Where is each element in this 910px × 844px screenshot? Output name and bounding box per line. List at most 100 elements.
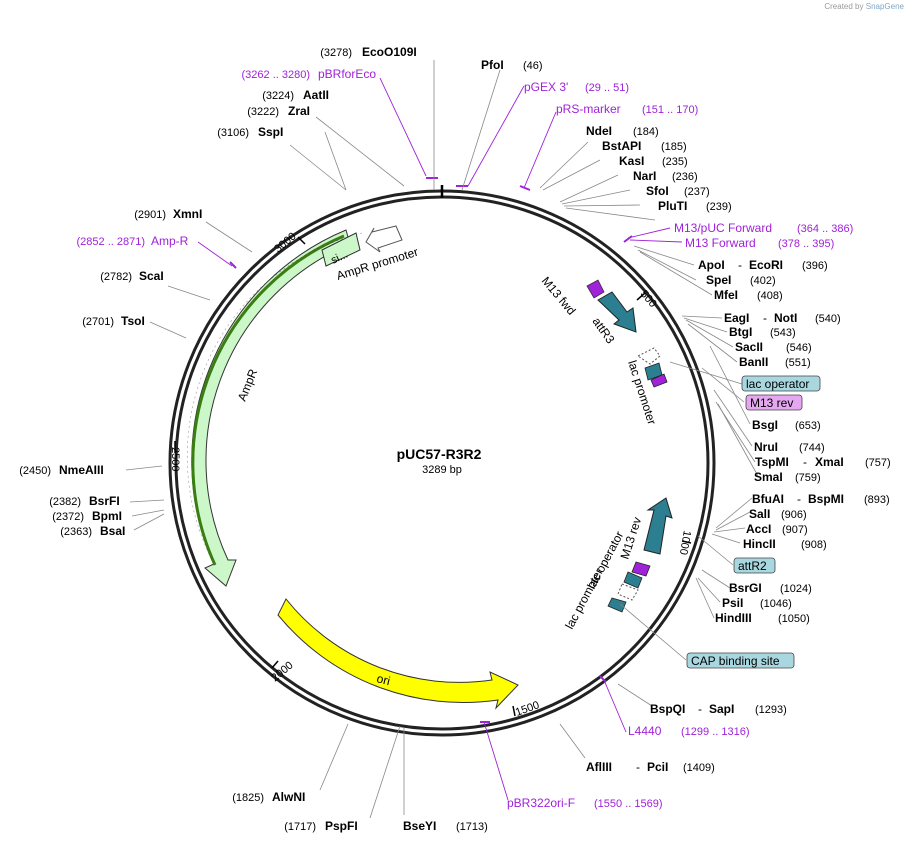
enzyme-name: TsoI (121, 314, 145, 328)
enzyme-position: (1713) (456, 821, 488, 833)
enzyme-position: (2382) (49, 496, 81, 508)
enzyme-name: AlwNI (272, 790, 305, 804)
primer-range: (1550 .. 1569) (594, 798, 663, 810)
enzyme-position: (2363) (60, 526, 92, 538)
leader-lines (125, 60, 759, 819)
enzyme-name: KasI (619, 154, 644, 168)
enzyme-label-aatii: (3224) AatII (262, 88, 329, 102)
enzyme-label-pluti: PluTI (239) (658, 199, 732, 213)
enzyme-position: (2450) (19, 465, 51, 477)
attr2-feature (643, 497, 673, 555)
enzyme-name: BspQI (650, 702, 685, 716)
primer-range: (378 .. 395) (778, 238, 834, 250)
primer-range: (29 .. 51) (585, 82, 629, 94)
enzyme-position: (1717) (284, 821, 316, 833)
ampr-label: AmpR (235, 367, 261, 403)
enzyme-label-mfei: MfeI (408) (714, 288, 783, 302)
boxed-label-cap-site: CAP binding site (686, 652, 795, 669)
enzyme-position: (3278) (320, 47, 352, 59)
enzyme-name: ApoI (698, 258, 725, 272)
enzyme-name: MfeI (714, 288, 738, 302)
enzyme-name: BsrFI (89, 494, 120, 508)
enzyme-position: (906) (781, 509, 807, 521)
enzyme-position: (540) (815, 313, 841, 325)
enzyme-label-bspqi-sapi: BspQI - SapI (1293) (650, 702, 787, 716)
attr3-feature: attR3 (590, 291, 637, 346)
enzyme-position: (1409) (683, 762, 715, 774)
snapgene-logo: SnapGene (865, 2, 904, 11)
primer-range: (364 .. 386) (797, 223, 853, 235)
enzyme-name: SfoI (646, 184, 669, 198)
primer-label-pbrforeco: (3262 .. 3280) pBRforEco (242, 67, 377, 81)
enzyme-name: BsaI (100, 524, 125, 538)
enzyme-separator: - (763, 311, 767, 325)
primer-name: pGEX 3' (524, 80, 568, 94)
enzyme-label-psii: PsiI (1046) (722, 596, 792, 610)
enzyme-position: (184) (633, 126, 659, 138)
enzyme-label-ecoo109i: (3278) EcoO109I (320, 45, 417, 59)
plasmid-name: pUC57-R3R2 (397, 446, 482, 462)
enzyme-position: (908) (801, 539, 827, 551)
enzyme-label-eagi-noti: EagI - NotI (540) (724, 311, 841, 325)
enzyme-name: NmeAIII (59, 463, 104, 477)
enzyme-position: (46) (523, 60, 543, 72)
enzyme-label-nari: NarI (236) (633, 169, 698, 183)
enzyme-name: BtgI (729, 325, 752, 339)
enzyme-label-tspmi-xmai: TspMI - XmaI (757) (755, 455, 891, 469)
enzyme-separator: - (803, 455, 807, 469)
boxed-text: lac operator (746, 377, 809, 391)
enzyme-separator: - (797, 492, 801, 506)
enzyme-name: PluTI (658, 199, 687, 213)
enzyme-label-nmeaiii: (2450) NmeAIII (19, 463, 103, 477)
enzyme-name-2: SapI (709, 702, 734, 716)
enzyme-position: (907) (782, 524, 808, 536)
enzyme-position: (185) (661, 141, 687, 153)
primer-range: (3262 .. 3280) (242, 69, 311, 81)
enzyme-name: SpeI (706, 273, 731, 287)
primer-label-m13forward: M13 Forward (378 .. 395) (685, 236, 834, 250)
enzyme-position: (1024) (780, 583, 812, 595)
enzyme-name: HincII (743, 537, 776, 551)
enzyme-position: (3224) (262, 90, 294, 102)
credit-prefix: Created by (824, 2, 864, 11)
enzyme-position: (235) (662, 156, 688, 168)
enzyme-position: (1293) (755, 704, 787, 716)
enzyme-name: SalI (749, 507, 770, 521)
enzyme-name: TspMI (755, 455, 789, 469)
enzyme-label-pfoi: PfoI (46) (481, 58, 543, 72)
enzyme-position: (236) (672, 171, 698, 183)
m13-fwd-feature: M13 fwd (539, 274, 605, 318)
enzyme-separator: - (738, 258, 742, 272)
boxed-text: M13 rev (750, 396, 793, 410)
enzyme-label-kasi: KasI (235) (619, 154, 688, 168)
enzyme-name: NdeI (586, 124, 612, 138)
enzyme-position: (757) (865, 457, 891, 469)
scale-ticks (174, 236, 692, 717)
boxed-label-attr2: attR2 (733, 557, 776, 574)
enzyme-label-bpmi: (2372) BpmI (52, 509, 122, 523)
boxed-label-lac-operator: lac operator (741, 375, 821, 392)
enzyme-name: ZraI (288, 104, 310, 118)
enzyme-label-tsoi: (2701) TsoI (82, 314, 145, 328)
enzyme-name: BstAPI (602, 139, 641, 153)
enzyme-label-smai: SmaI (759) (754, 470, 821, 484)
enzyme-label-banii: BanII (551) (739, 355, 811, 369)
ori-label: ori (375, 671, 391, 688)
enzyme-name: SspI (258, 125, 283, 139)
enzyme-label-btgi: BtgI (543) (729, 325, 796, 339)
plasmid-length: 3289 bp (422, 464, 462, 476)
enzyme-name-2: PciI (647, 760, 668, 774)
enzyme-label-hincii: HincII (908) (743, 537, 827, 551)
enzyme-name: PfoI (481, 58, 504, 72)
enzyme-label-bfuai-bspmi: BfuAI - BspMI (893) (752, 492, 890, 506)
boxed-label-m13-rev: M13 rev (745, 394, 803, 411)
primer-name: pRS-marker (556, 102, 621, 116)
enzyme-name: HindIII (715, 611, 752, 625)
enzyme-label-zrai: (3222) ZraI (247, 104, 310, 118)
enzyme-label-bseyi: BseYI (1713) (403, 819, 488, 833)
tick-label-2500: 2500 (169, 447, 181, 471)
enzyme-name: SmaI (754, 470, 783, 484)
enzyme-position: (653) (795, 420, 821, 432)
enzyme-label-hindiii: HindIII (1050) (715, 611, 810, 625)
primer-label-l4440: L4440 (1299 .. 1316) (628, 724, 750, 738)
